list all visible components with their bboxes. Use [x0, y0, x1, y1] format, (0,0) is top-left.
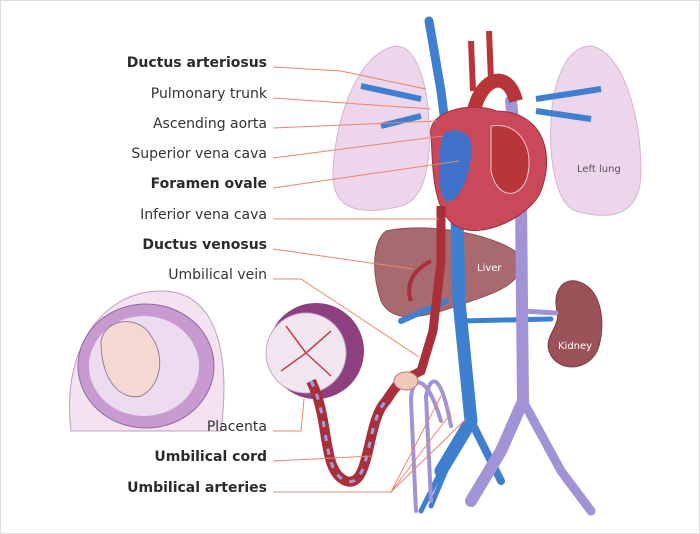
label-ductus-venosus: Ductus venosus	[142, 237, 267, 253]
organ-label-liver: Liver	[477, 263, 502, 274]
label-superior-vena-cava: Superior vena cava	[131, 146, 267, 162]
right-lung	[332, 45, 430, 211]
kidney	[547, 280, 603, 368]
label-umbilical-cord: Umbilical cord	[154, 449, 267, 465]
label-foramen-ovale: Foramen ovale	[150, 176, 267, 192]
label-inferior-vena-cava: Inferior vena cava	[140, 207, 267, 223]
leader-lines	[272, 66, 467, 493]
left-lung	[550, 45, 642, 216]
label-umbilical-arteries: Umbilical arteries	[127, 480, 267, 496]
fetus	[100, 321, 161, 398]
organ-label-kidney: Kidney	[558, 341, 593, 352]
organ-label-left-lung: Left lung	[577, 164, 621, 175]
label-umbilical-vein: Umbilical vein	[168, 267, 267, 283]
label-ductus-arteriosus: Ductus arteriosus	[126, 55, 267, 71]
label-pulmonary-trunk: Pulmonary trunk	[150, 86, 267, 102]
label-placenta: Placenta	[206, 419, 267, 435]
label-ascending-aorta: Ascending aorta	[152, 116, 267, 132]
